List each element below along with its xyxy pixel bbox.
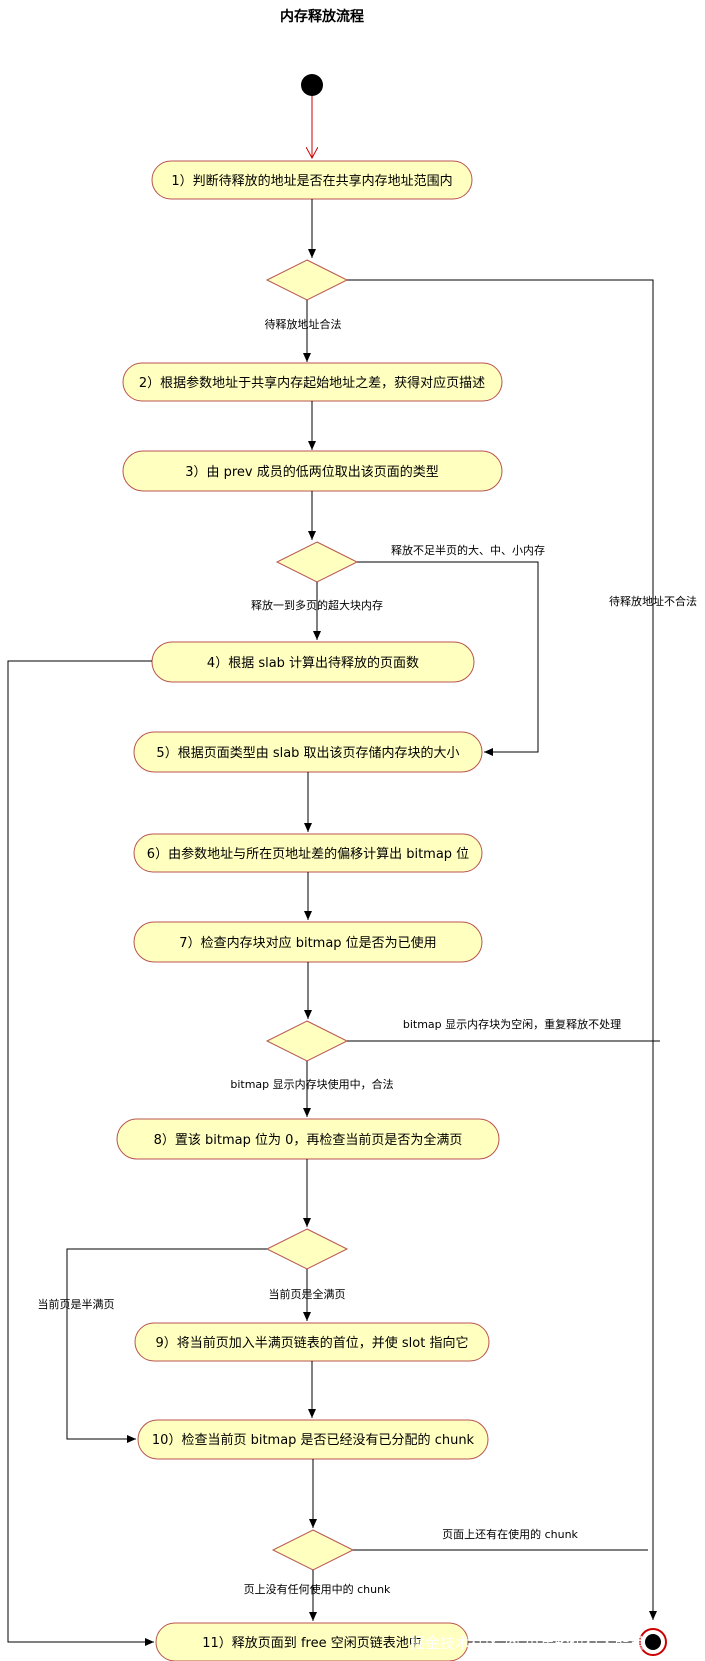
- step-8: 8）置该 bitmap 位为 0，再检查当前页是否为全满页: [116, 1118, 500, 1160]
- label-page-full: 当前页是全满页: [269, 1287, 346, 1301]
- label-addr-valid: 待释放地址合法: [265, 317, 342, 331]
- step-3: 3）由 prev 成员的低两位取出该页面的类型: [122, 450, 503, 492]
- step-7-label: 7）检查内存块对应 bitmap 位是否为已使用: [179, 935, 436, 951]
- start-node: [301, 74, 323, 96]
- decision-address-range: [265, 259, 349, 301]
- step-10-label: 10）检查当前页 bitmap 是否已经没有已分配的 chunk: [152, 1432, 475, 1448]
- label-bitmap-free: bitmap 显示内存块为空闲，重复释放不处理: [403, 1017, 621, 1031]
- label-small-mem: 释放不足半页的大、中、小内存: [391, 543, 545, 557]
- step-4: 4）根据 slab 计算出待释放的页面数: [151, 641, 475, 683]
- step-5: 5）根据页面类型由 slab 取出该页存储内存块的大小: [133, 731, 483, 773]
- end-node: [639, 1628, 667, 1656]
- label-no-chunk: 页上没有任何使用中的 chunk: [244, 1582, 391, 1596]
- edge-small-mem-to-step5: [357, 561, 539, 756]
- label-large-mem: 释放一到多页的超大块内存: [251, 598, 383, 612]
- edge-addr-invalid-to-end: [347, 279, 657, 1620]
- step-5-label: 5）根据页面类型由 slab 取出该页存储内存块的大小: [156, 745, 459, 761]
- step-9-label: 9）将当前页加入半满页链表的首位，并使 slot 指向它: [156, 1335, 469, 1351]
- step-2-label: 2）根据参数地址于共享内存起始地址之差，获得对应页描述: [139, 375, 485, 391]
- step-8-label: 8）置该 bitmap 位为 0，再检查当前页是否为全满页: [154, 1132, 463, 1148]
- label-chunk-in-use: 页面上还有在使用的 chunk: [442, 1527, 578, 1541]
- edge-step4-to-step11: [7, 660, 154, 1646]
- step-11: 11）释放页面到 free 空闲页链表池中: [155, 1622, 469, 1661]
- step-2: 2）根据参数地址于共享内存起始地址之差，获得对应页描述: [122, 362, 503, 402]
- decision-bitmap-used: [265, 1020, 349, 1062]
- label-page-half: 当前页是半满页: [38, 1297, 115, 1311]
- edge-half-page-to-step10: [66, 1248, 267, 1443]
- watermark: 掘金技术社区 @ 小年轻也有大能量: [410, 1634, 645, 1652]
- step-7: 7）检查内存块对应 bitmap 位是否为已使用: [133, 921, 483, 963]
- label-bitmap-used: bitmap 显示内存块使用中，合法: [230, 1077, 393, 1091]
- step-9: 9）将当前页加入半满页链表的首位，并使 slot 指向它: [134, 1322, 490, 1362]
- step-6-label: 6）由参数地址与所在页地址差的偏移计算出 bitmap 位: [147, 846, 469, 862]
- label-addr-invalid: 待释放地址不合法: [609, 594, 697, 608]
- decision-chunk-in-use: [271, 1529, 355, 1571]
- decision-page-type: [275, 541, 359, 583]
- step-6: 6）由参数地址与所在页地址差的偏移计算出 bitmap 位: [133, 833, 483, 873]
- step-3-label: 3）由 prev 成员的低两位取出该页面的类型: [185, 464, 439, 480]
- step-1: 1）判断待释放的地址是否在共享内存地址范围内: [151, 160, 473, 200]
- decision-page-full: [265, 1228, 349, 1270]
- step-10: 10）检查当前页 bitmap 是否已经没有已分配的 chunk: [137, 1419, 489, 1460]
- step-1-label: 1）判断待释放的地址是否在共享内存地址范围内: [171, 173, 452, 189]
- diagram-title: 内存释放流程: [280, 8, 364, 25]
- step-11-label: 11）释放页面到 free 空闲页链表池中: [202, 1636, 421, 1651]
- step-4-label: 4）根据 slab 计算出待释放的页面数: [207, 655, 419, 671]
